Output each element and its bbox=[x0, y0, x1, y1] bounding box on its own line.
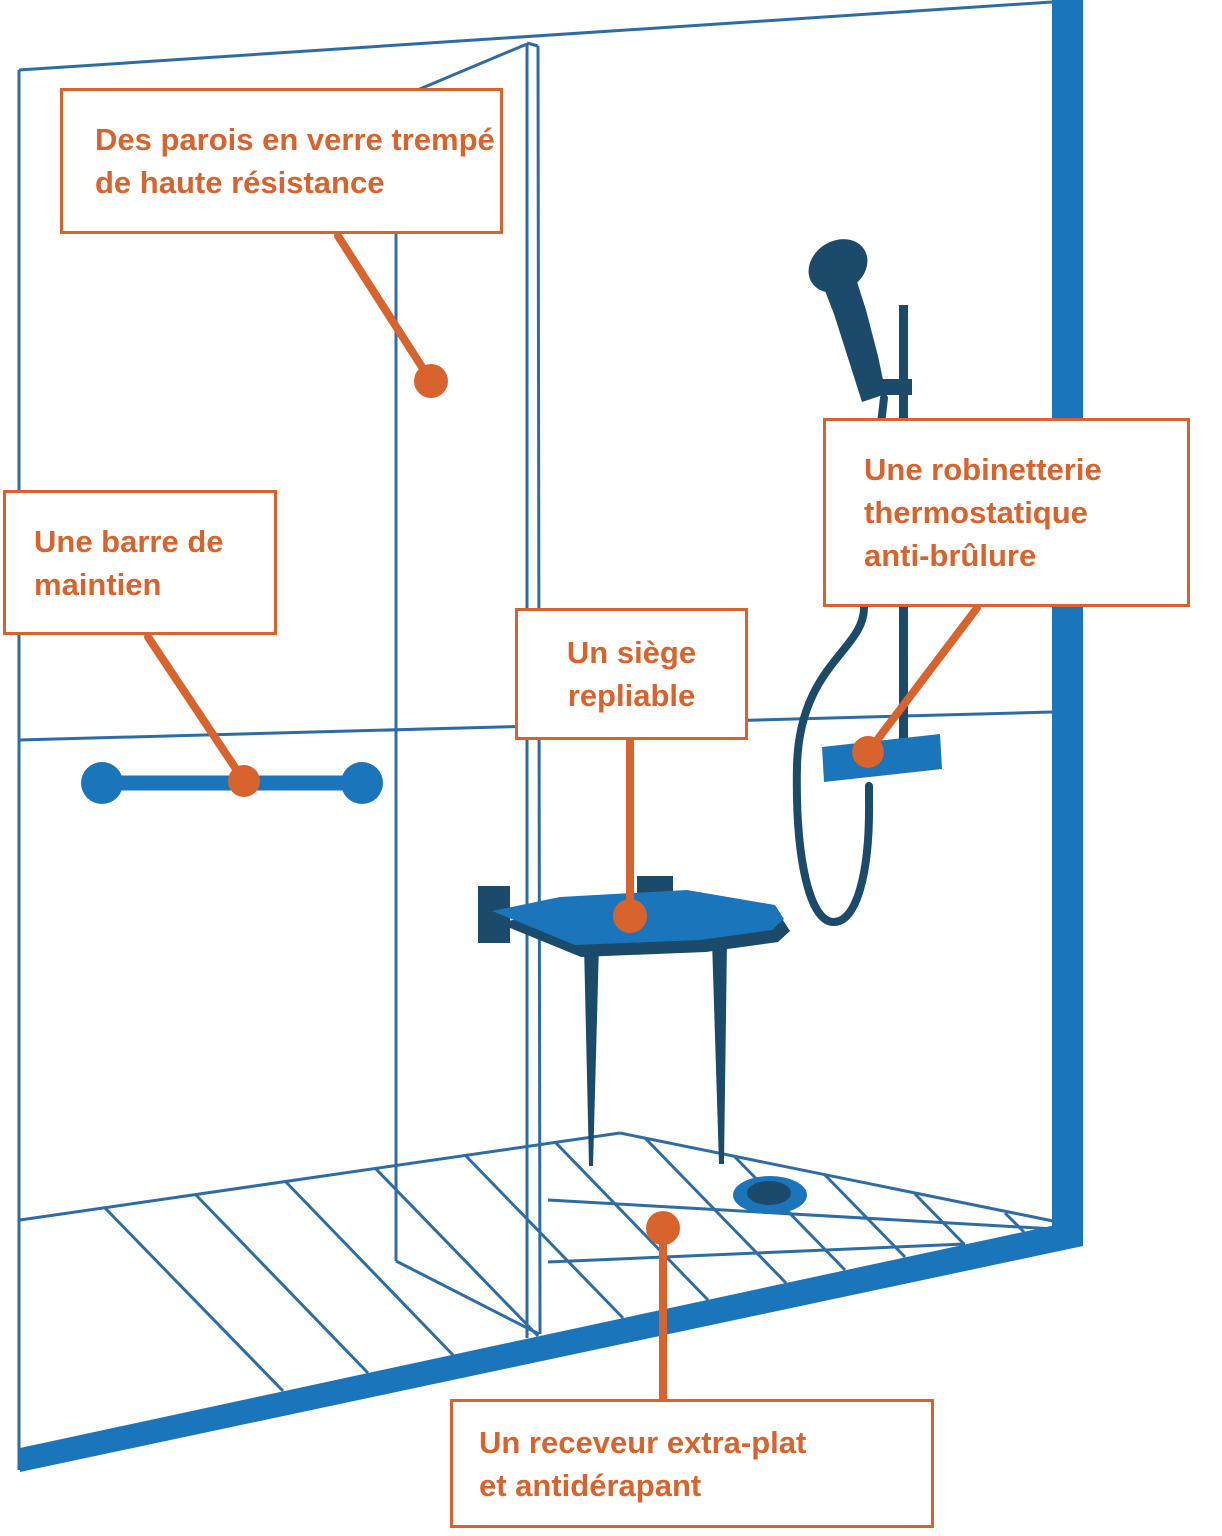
dot-parois bbox=[414, 364, 448, 398]
label-parois-text: Des parois en verre trempé de haute rési… bbox=[95, 122, 495, 200]
dot-robinetterie bbox=[852, 736, 884, 768]
dot-receveur bbox=[646, 1211, 680, 1245]
label-receveur: Un receveur extra-plat et antidérapant bbox=[450, 1399, 934, 1528]
shower-head-icon bbox=[808, 239, 868, 293]
callout-leaders bbox=[144, 232, 981, 1404]
shower-tray-edge bbox=[20, 1224, 1083, 1472]
right-wall-post bbox=[1052, 0, 1083, 1246]
label-siege: Un siège repliable bbox=[515, 608, 748, 740]
folding-seat bbox=[478, 876, 790, 1166]
shower-floor-lines bbox=[19, 1131, 1059, 1393]
dot-barre bbox=[228, 765, 260, 797]
label-robinetterie-text: Une robinetterie thermostatique anti-brû… bbox=[864, 452, 1102, 573]
callout-dots bbox=[228, 364, 884, 1245]
label-parois: Des parois en verre trempé de haute rési… bbox=[60, 88, 503, 234]
shower-handle bbox=[820, 266, 886, 402]
label-barre-text: Une barre de maintien bbox=[34, 523, 224, 602]
dot-siege bbox=[613, 899, 647, 933]
label-siege-text: Un siège repliable bbox=[566, 635, 697, 713]
label-robinetterie: Une robinetterie thermostatique anti-brû… bbox=[823, 418, 1190, 607]
label-barre: Une barre de maintien bbox=[3, 490, 277, 635]
label-receveur-text: Un receveur extra-plat et antidérapant bbox=[479, 1424, 807, 1503]
drain bbox=[733, 1176, 807, 1214]
